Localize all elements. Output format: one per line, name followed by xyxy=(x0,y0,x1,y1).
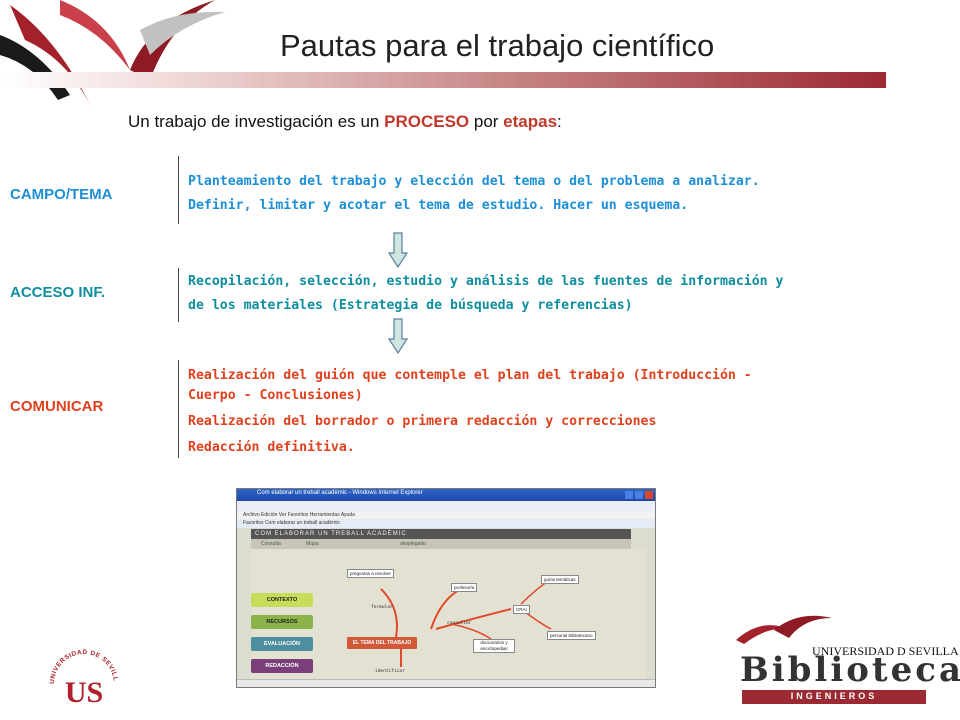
biblioteca-ribbon-icon xyxy=(736,615,832,644)
stage-line: Cuerpo - Conclusiones) xyxy=(188,388,363,403)
intro-prefix: Un trabajo de investigación es un xyxy=(128,112,385,131)
side-tab-contexto: CONTEXTO xyxy=(251,593,313,607)
embedded-browser-screenshot: Com elaborar un treball acadèmic - Windo… xyxy=(236,488,656,688)
stage-description-comunicar: Realización del guión que contemple el p… xyxy=(188,366,918,458)
university-seal-logo: UNIVERSIDAD DE SEVILLA US xyxy=(44,640,118,709)
site-tabs: Consulta Mapa desplegado xyxy=(251,539,631,549)
book-ribbon-logo xyxy=(0,0,225,116)
map-node-diccionarios: diccionarios y enciclopedias xyxy=(473,639,515,653)
down-arrow-icon xyxy=(388,232,408,268)
stage-line: Realización del guión que contemple el p… xyxy=(188,368,752,383)
map-node-profesor: profesor/a xyxy=(451,583,478,592)
map-node-preguntas: preguntas a resolver xyxy=(347,569,395,578)
intro-emphasis-etapas: etapas xyxy=(503,112,558,131)
university-initials: US xyxy=(65,676,103,709)
biblioteca-subtitle: INGENIEROS xyxy=(790,691,878,701)
browser-menu-bar: Archivo Edición Ver Favoritos Herramient… xyxy=(237,511,655,519)
stage-line: Planteamiento del trabajo y elección del… xyxy=(188,174,760,189)
stage-line: Definir, limitar y acotar el tema de est… xyxy=(188,198,689,213)
map-word-formular: formular xyxy=(371,605,393,610)
side-tab-redaccion: REDACCIÓN xyxy=(251,659,313,673)
site-tab: Consulta xyxy=(261,541,281,547)
stage-line: Realización del borrador o primera redac… xyxy=(188,414,657,429)
concept-map-canvas: CONTEXTO RECURSOS EVALUACIÓN REDACCIÓN p… xyxy=(251,549,647,679)
side-tab-recursos: RECURSOS xyxy=(251,615,313,629)
page-title: Pautas para el trabajo científico xyxy=(280,28,715,63)
intro-sentence: Un trabajo de investigación es un PROCES… xyxy=(128,112,562,132)
stage-description-acceso-inf: Recopilación, selección, estudio y análi… xyxy=(188,270,918,318)
biblioteca-subtitle-bar xyxy=(742,690,926,704)
stage-divider xyxy=(178,360,179,458)
site-tab: desplegado xyxy=(400,541,426,547)
map-node-personal: personal bibliotecario xyxy=(547,631,596,640)
site-tab: Mapa xyxy=(306,541,319,547)
intro-middle: por xyxy=(469,112,504,131)
stage-line: Redacción definitiva. xyxy=(188,440,355,455)
window-controls-icon xyxy=(625,491,653,499)
biblioteca-university-line: UNIVERSIDAD D SEVILLA xyxy=(812,644,959,658)
side-tab-evaluacion: EVALUACIÓN xyxy=(251,637,313,651)
map-node-guias: guías temáticas xyxy=(541,575,579,584)
biblioteca-wordmark: Biblioteca xyxy=(740,650,960,690)
map-node-main-topic: EL TEMA DEL TRABAJO xyxy=(347,637,417,649)
intro-emphasis-proceso: PROCESO xyxy=(384,112,470,131)
intro-suffix: : xyxy=(557,112,562,131)
map-node-crai: CRAI xyxy=(513,605,530,614)
site-banner: COM ELABORAR UN TREBALL ACADÈMIC xyxy=(251,529,631,539)
stage-divider xyxy=(178,156,179,224)
map-word-consultar: consultar xyxy=(447,621,472,626)
stage-line: Recopilación, selección, estudio y análi… xyxy=(188,274,784,289)
stage-line: de los materiales (Estrategia de búsqued… xyxy=(188,298,633,313)
stage-label-comunicar: COMUNICAR xyxy=(10,398,104,415)
map-word-identificar: identificar xyxy=(375,669,405,674)
stage-divider xyxy=(178,268,179,322)
stage-description-campo-tema: Planteamiento del trabajo y elección del… xyxy=(188,170,918,218)
stage-label-acceso-inf: ACCESO INF. xyxy=(10,284,106,301)
browser-favorites-bar: Favoritos Com elaborar un treball acadèm… xyxy=(237,519,655,528)
browser-status-bar xyxy=(237,679,655,687)
browser-window-title: Com elaborar un treball acadèmic - Windo… xyxy=(257,490,423,496)
stage-label-campo-tema: CAMPO/TEMA xyxy=(10,186,113,203)
down-arrow-icon xyxy=(388,318,408,354)
title-underline-bar xyxy=(0,72,886,88)
browser-title-bar: Com elaborar un treball acadèmic - Windo… xyxy=(237,489,655,501)
